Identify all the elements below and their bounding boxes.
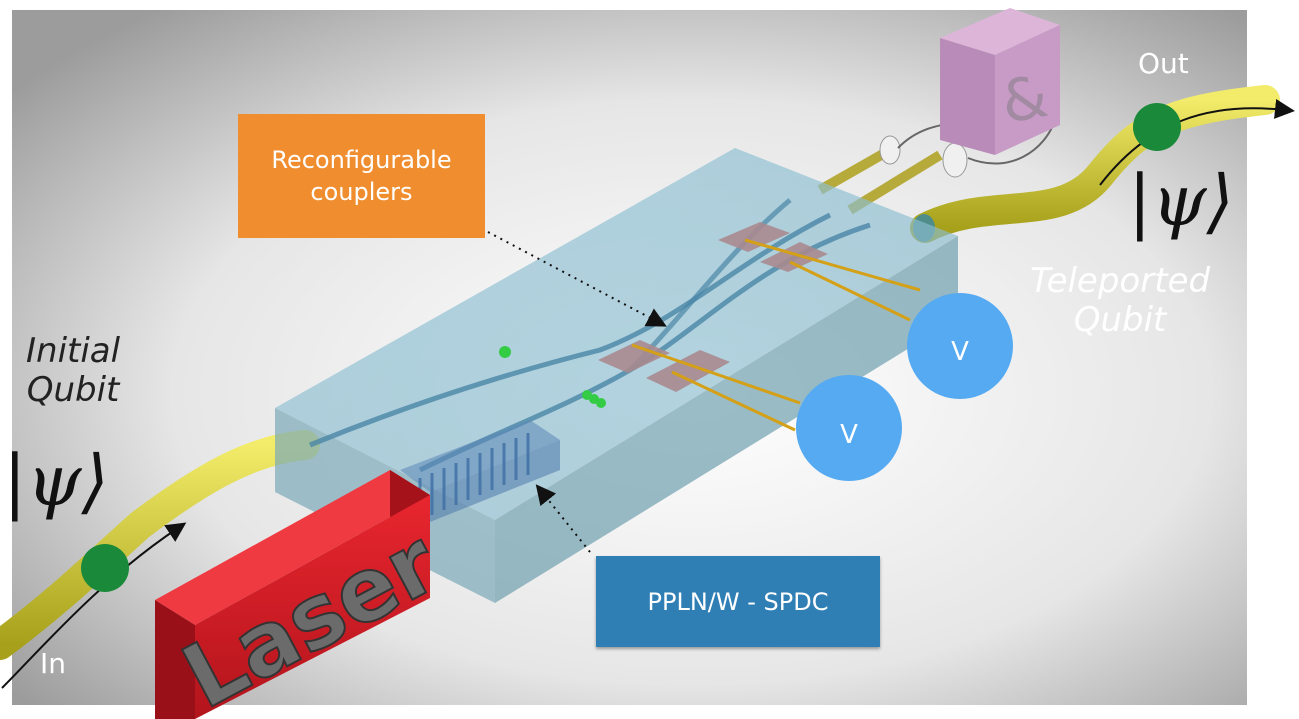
initial-qubit-label: Initial Qubit (26, 331, 121, 411)
connector-2 (942, 142, 968, 178)
electrode-3 (718, 222, 790, 252)
voltage-source-icon (796, 375, 902, 481)
reconfigurable-couplers-label-box: Reconfigurable couplers (238, 114, 485, 238)
electrode-4 (760, 242, 828, 272)
waveguide-1 (309, 212, 832, 448)
pplnw-spdc-label: PPLN/W - SPDC (647, 587, 829, 616)
voltage-label-2: V (951, 337, 969, 367)
reconfigurable-couplers-label: Reconfigurable couplers (271, 145, 452, 206)
output-fiber (910, 85, 1280, 243)
connector-1 (879, 135, 901, 165)
voltage-label-1: V (840, 420, 858, 450)
initial-state-ket: |ψ⟩ (3, 440, 109, 522)
wire-v1-b (671, 370, 796, 432)
photon-4 (596, 398, 606, 408)
wire-v1-a (631, 343, 801, 405)
wire-v2-a (744, 238, 921, 292)
voltage-source-icon (907, 293, 1013, 399)
input-fiber (0, 430, 320, 660)
cube-wire-2 (967, 119, 1056, 165)
pplnw-spdc-label-box: PPLN/W - SPDC (596, 556, 880, 647)
output-qubit-dot (1133, 103, 1181, 151)
output-arrow (1099, 98, 1295, 186)
electrode-1 (598, 340, 670, 373)
coincidence-cube-icon: & (940, 8, 1060, 155)
spdc-pointer (535, 484, 591, 553)
input-qubit-dot (81, 544, 129, 592)
photon-1 (499, 346, 511, 358)
teleported-state-ket: |ψ⟩ (1128, 160, 1234, 242)
out-label: Out (1138, 47, 1189, 80)
detector-fiber-2 (817, 145, 893, 195)
electrode-2 (646, 350, 730, 392)
teleported-qubit-label: Teleported Qubit (1030, 261, 1211, 341)
input-arrow (1, 522, 187, 689)
in-label: In (40, 647, 67, 680)
wire-v2-b (789, 260, 911, 322)
